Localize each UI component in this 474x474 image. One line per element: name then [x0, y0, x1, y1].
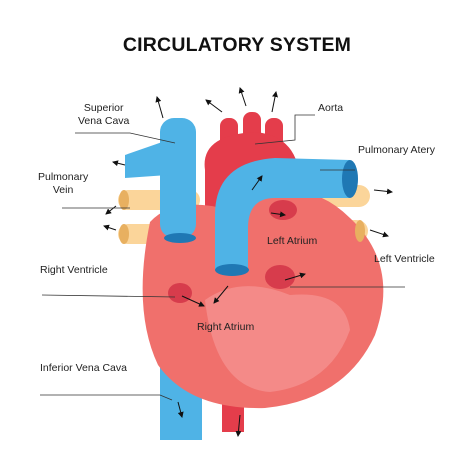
leader-lines — [40, 114, 405, 401]
left-ventricle-chamber — [265, 265, 295, 289]
right-atrium-chamber — [168, 283, 192, 303]
label-right-ventricle: Right Ventricle — [40, 264, 108, 276]
flow-arrows — [103, 87, 393, 437]
heart-inner — [205, 286, 350, 392]
label-aorta: Aorta — [318, 102, 344, 114]
label-left-ventricle: Left Ventricle — [374, 253, 435, 265]
label-inferior-vena-cava: Inferior Vena Cava — [40, 362, 127, 374]
label-pulmonary-vein: Pulmonary Vein — [38, 171, 89, 196]
diagram-title: CIRCULATORY SYSTEM — [122, 34, 352, 56]
pulmonary-artery-vessel — [215, 158, 350, 270]
label-right-atrium: Right Atrium — [197, 321, 255, 333]
label-pulmonary-artery: Pulmonary Atery — [358, 144, 436, 156]
label-superior-vena-cava: Superior Vena Cava — [78, 102, 130, 127]
superior-vena-cava-vessel — [125, 118, 196, 243]
left-atrium-chamber — [269, 200, 297, 220]
label-left-atrium: Left Atrium — [267, 235, 318, 247]
